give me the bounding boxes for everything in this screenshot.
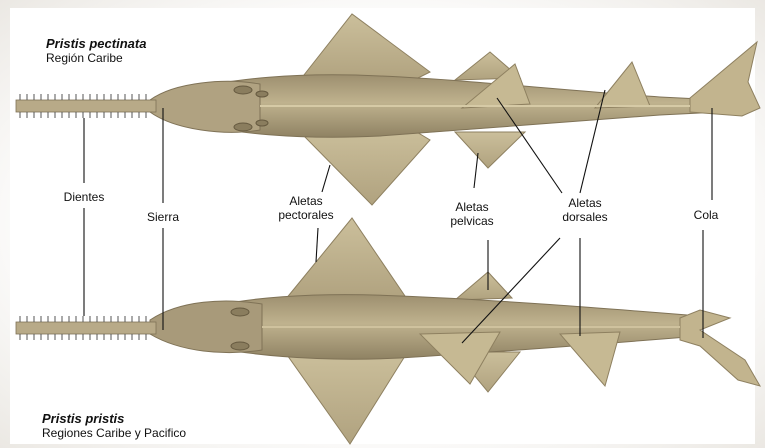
label-dientes: Dientes xyxy=(58,190,110,204)
label-aletas-pectorales: Aletas pectorales xyxy=(266,194,346,222)
label-sierra: Sierra xyxy=(140,210,186,224)
label-aletas-pelvicas: Aletas pelvicas xyxy=(436,200,508,228)
eye-top-2 xyxy=(234,123,252,131)
label-aletas-dorsales: Aletas dorsales xyxy=(548,196,622,224)
species-name-bottom: Pristis pristis xyxy=(42,411,186,426)
label-cola: Cola xyxy=(688,208,724,222)
pectoral-fin-bottom-lower xyxy=(285,352,405,444)
pectoral-fin-bottom-upper xyxy=(285,218,405,300)
tail-top xyxy=(690,42,760,116)
saw-bottom xyxy=(16,322,156,334)
pectoral-fin-top-upper xyxy=(300,14,430,82)
eye-bottom-1 xyxy=(231,308,249,316)
spiracle-top-2 xyxy=(256,120,268,126)
pelvic-fin-top-lower xyxy=(455,132,525,168)
eye-bottom-2 xyxy=(231,342,249,350)
spiracle-top-1 xyxy=(256,91,268,97)
species-caption-top: Pristis pectinata Región Caribe xyxy=(46,36,146,65)
eye-top-1 xyxy=(234,86,252,94)
dorsal-fin-bottom-2 xyxy=(560,332,620,386)
species-caption-bottom: Pristis pristis Regiones Caribe y Pacifi… xyxy=(42,411,186,440)
species-region-top: Región Caribe xyxy=(46,51,146,65)
pelvic-fin-bottom-upper xyxy=(455,272,512,300)
dorsal-fin-top-2 xyxy=(595,62,650,108)
tail-bottom xyxy=(680,310,760,386)
species-name-top: Pristis pectinata xyxy=(46,36,146,51)
species-region-bottom: Regiones Caribe y Pacifico xyxy=(42,426,186,440)
saw-top xyxy=(16,100,156,112)
